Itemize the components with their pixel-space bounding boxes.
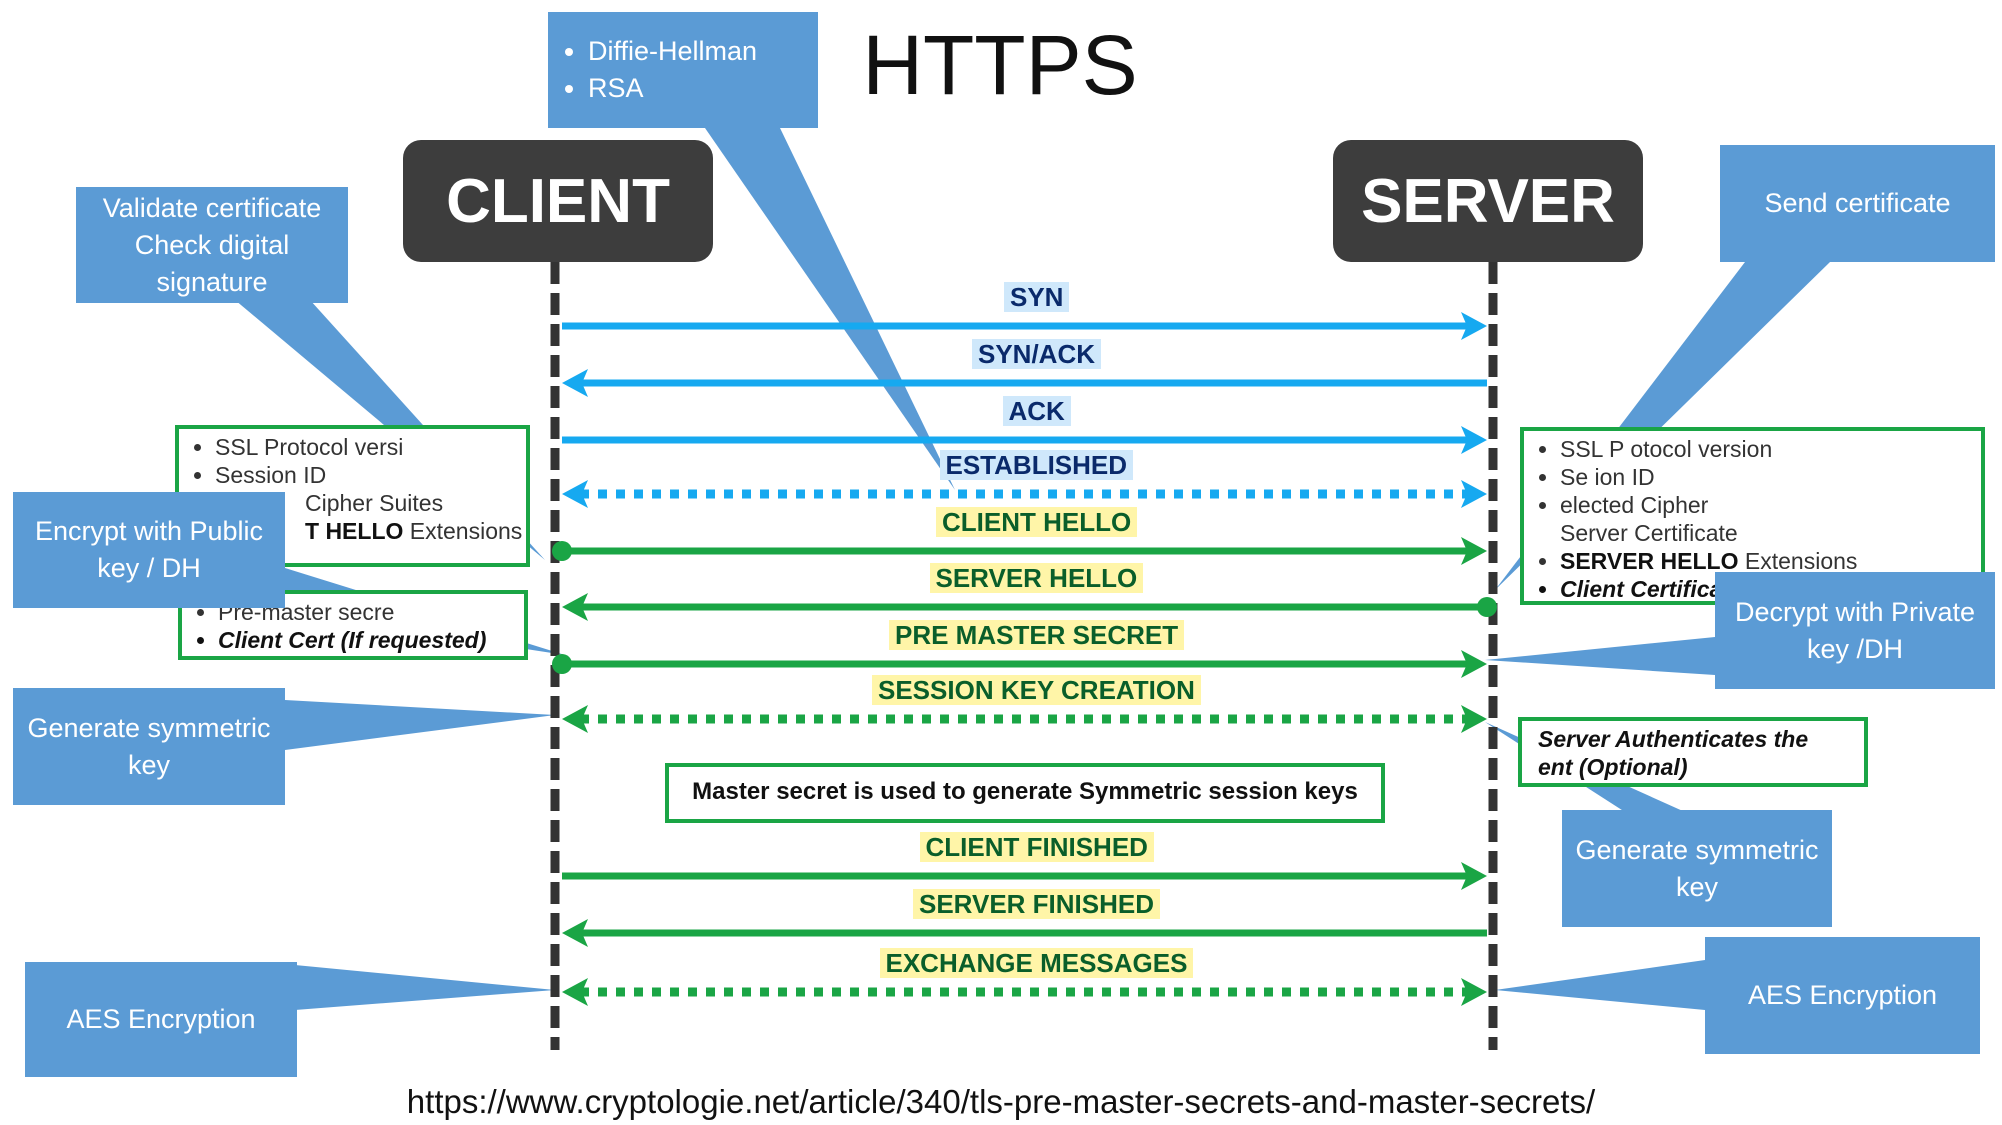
pointer-gen-sym-client xyxy=(285,700,555,750)
generate-symmetric-key-server-callout: Generate symmetric key xyxy=(1562,810,1832,927)
message-arrowhead xyxy=(562,705,588,733)
message-arrowhead xyxy=(1461,312,1487,340)
diagram-title: HTTPS xyxy=(862,18,1138,112)
message-arrowhead xyxy=(562,480,588,508)
message-label: SERVER HELLO xyxy=(929,563,1144,593)
server-auth-line2: ent (Optional) xyxy=(1538,754,1688,780)
server-auth-box: Server Authenticates the ent (Optional) xyxy=(1518,717,1868,787)
client-hello-detail-item: Session ID xyxy=(215,461,516,489)
master-secret-note: Master secret is used to generate Symmet… xyxy=(665,763,1385,823)
server-hello-detail-extensions: SERVER HELLO Extensions xyxy=(1560,547,1971,575)
server-hello-client-cert-item: Client Certifica xyxy=(1560,575,1971,601)
message-label: ESTABLISHED xyxy=(939,450,1134,480)
message-label: SYN xyxy=(1004,282,1070,312)
pre-master-client-cert-item: Client Cert (If requested) xyxy=(218,626,514,654)
key-exchange-callout: Diffie-Hellman RSA xyxy=(548,12,818,128)
message-origin-dot xyxy=(552,541,572,561)
server-hello-detail-item: elected Cipher xyxy=(1560,491,1971,519)
message-arrowhead xyxy=(1461,426,1487,454)
message-origin-dot xyxy=(552,654,572,674)
server-hello-detail-item: SSL P otocol version xyxy=(1560,435,1971,463)
message-arrowhead xyxy=(562,369,588,397)
key-exchange-item: Diffie-Hellman xyxy=(588,33,757,70)
aes-encryption-server-callout: AES Encryption xyxy=(1705,937,1980,1054)
message-arrowhead xyxy=(562,919,588,947)
client-hello-extensions-label: Extensions xyxy=(403,518,523,544)
pointer-aes-server xyxy=(1495,960,1705,1010)
pointer-aes-client xyxy=(295,965,555,1010)
aes-encryption-client-callout: AES Encryption xyxy=(25,962,297,1077)
message-arrowhead xyxy=(1461,537,1487,565)
server-hello-detail-plain: Server Certificate xyxy=(1560,520,1738,546)
message-label: CLIENT FINISHED xyxy=(919,832,1154,862)
pre-master-details-box: Pre-master secre Client Cert (If request… xyxy=(178,590,528,660)
server-hello-extensions-label: Extensions xyxy=(1738,548,1858,574)
server-hello-detail-item: Se ion ID xyxy=(1560,463,1971,491)
message-label: PRE MASTER SECRET xyxy=(889,620,1185,650)
message-arrowhead xyxy=(1461,978,1487,1006)
source-url: https://www.cryptologie.net/article/340/… xyxy=(406,1083,1596,1120)
client-hello-detail-extensions: T HELLO Extensions xyxy=(215,517,522,545)
validate-certificate-callout: Validate certificate Check digital signa… xyxy=(76,187,348,303)
message-arrowhead xyxy=(1461,650,1487,678)
client-actor: CLIENT xyxy=(403,140,713,262)
pointer-decrypt-private xyxy=(1485,637,1715,675)
client-hello-detail-item: SSL Protocol versi xyxy=(215,433,516,461)
client-hello-bold-label: T HELLO xyxy=(305,518,404,544)
message-arrowhead xyxy=(562,978,588,1006)
message-label: ACK xyxy=(1002,396,1071,426)
key-exchange-item: RSA xyxy=(588,70,757,107)
server-actor: SERVER xyxy=(1333,140,1643,262)
message-arrowhead xyxy=(1461,705,1487,733)
server-auth-line1: Server Authenticates the xyxy=(1538,726,1809,752)
encrypt-public-key-callout: Encrypt with Public key / DH xyxy=(13,492,285,608)
message-arrowhead xyxy=(1461,480,1487,508)
decrypt-private-key-callout: Decrypt with Private key /DH xyxy=(1715,572,1995,689)
send-certificate-callout: Send certificate xyxy=(1720,145,1995,262)
pointer-key-exchange xyxy=(705,128,955,490)
message-label: SYN/ACK xyxy=(972,339,1102,369)
message-label: EXCHANGE MESSAGES xyxy=(879,948,1194,978)
message-arrowhead xyxy=(1461,862,1487,890)
message-arrowhead xyxy=(562,593,588,621)
server-hello-bold-label: SERVER HELLO xyxy=(1560,548,1739,574)
message-origin-dot xyxy=(1477,597,1497,617)
message-label: SESSION KEY CREATION xyxy=(872,675,1201,705)
client-hello-detail-item: Cipher Suites xyxy=(215,489,516,517)
message-label: SERVER FINISHED xyxy=(913,889,1161,919)
generate-symmetric-key-client-callout: Generate symmetric key xyxy=(13,688,285,805)
message-label: CLIENT HELLO xyxy=(936,507,1138,537)
